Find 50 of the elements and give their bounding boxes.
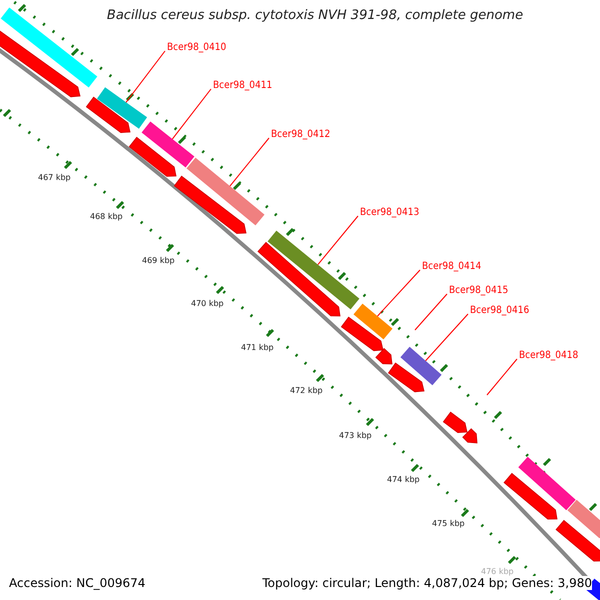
genome-summary-text: Topology: circular; Length: 4,087,024 bp; Genes: 3,980 bbox=[262, 576, 592, 590]
diagram-title: Bacillus cereus subsp. cytotoxis NVH 391-98, complete genome bbox=[106, 8, 524, 24]
gene-bar bbox=[0, 8, 98, 88]
cds-feature bbox=[504, 472, 558, 520]
scale-label: 469 kbp bbox=[142, 256, 175, 266]
gene-bar bbox=[518, 456, 576, 510]
scale-label: 474 kbp bbox=[387, 475, 420, 485]
gene-bar bbox=[268, 230, 360, 310]
leader-line bbox=[172, 88, 212, 140]
gene-label: Bcer98_0412 bbox=[271, 129, 330, 141]
scale-label: 467 kbp bbox=[38, 173, 71, 183]
cds-feature bbox=[340, 316, 384, 352]
cds-feature bbox=[0, 30, 80, 98]
gene-label: Bcer98_0414 bbox=[422, 261, 482, 273]
gene-bar bbox=[186, 158, 264, 226]
gene-bar bbox=[96, 87, 148, 129]
cds-feature bbox=[257, 242, 340, 316]
cds-feature bbox=[462, 428, 478, 444]
scale-label: 472 kbp bbox=[290, 386, 323, 396]
leader-line bbox=[317, 216, 358, 266]
cds-feature bbox=[86, 96, 130, 133]
gene-label: Bcer98_0411 bbox=[213, 80, 272, 92]
gene-label: Bcer98_0413 bbox=[360, 207, 420, 219]
gene-label: Bcer98_0410 bbox=[167, 42, 226, 54]
scale-label: 471 kbp bbox=[241, 343, 274, 353]
gene-label: Bcer98_0415 bbox=[449, 285, 508, 297]
leader-line bbox=[229, 138, 270, 187]
gene-label: Bcer98_0416 bbox=[470, 305, 530, 317]
accession-text: Accession: NC_009674 bbox=[9, 576, 146, 590]
cds-feature bbox=[556, 520, 600, 562]
leader-line bbox=[376, 270, 420, 317]
scale-label: 476 kbp bbox=[481, 567, 514, 577]
leader-line bbox=[425, 314, 468, 362]
gene-bar bbox=[400, 346, 442, 386]
leader-line bbox=[486, 358, 518, 396]
leader-line bbox=[414, 294, 448, 330]
cds-feature bbox=[375, 348, 392, 364]
cds-feature bbox=[174, 176, 246, 234]
scale-label: 475 kbp bbox=[432, 519, 465, 529]
cds-feature bbox=[388, 362, 424, 392]
gene-bar bbox=[567, 500, 600, 538]
cds-feature bbox=[128, 136, 176, 177]
cds-feature bbox=[442, 412, 468, 433]
scale-label: 473 kbp bbox=[339, 431, 372, 441]
gene-bar bbox=[354, 304, 392, 340]
leader-line bbox=[126, 50, 166, 103]
scale-label: 470 kbp bbox=[191, 299, 224, 309]
gene-label: Bcer98_0418 bbox=[519, 350, 578, 362]
gene-bar bbox=[142, 122, 194, 168]
scale-label: 468 kbp bbox=[90, 212, 123, 222]
